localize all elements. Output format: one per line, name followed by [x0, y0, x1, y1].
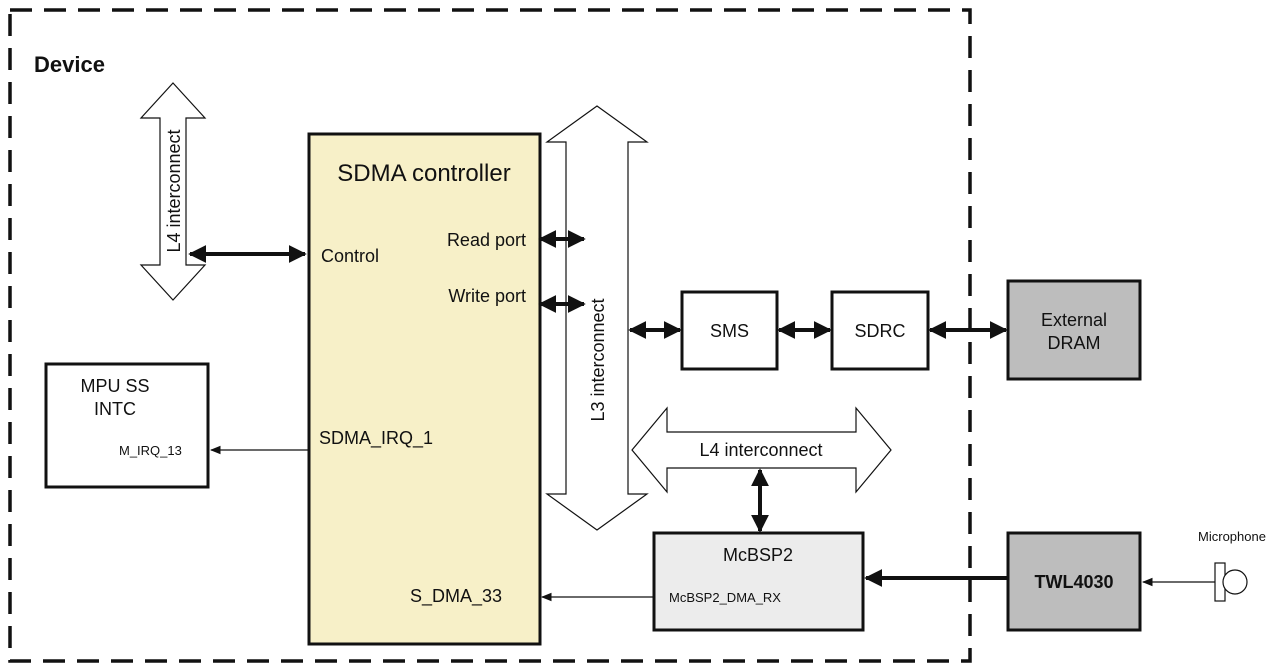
- sdma-irq-label: SDMA_IRQ_1: [319, 428, 433, 449]
- device-label: Device: [34, 52, 105, 77]
- sdma-dma-request-label: S_DMA_33: [410, 586, 502, 607]
- l4-interconnect-left-label: L4 interconnect: [164, 129, 184, 252]
- l3-interconnect-bus: L3 interconnect: [545, 105, 649, 531]
- sms-label: SMS: [710, 321, 749, 341]
- l3-interconnect-label: L3 interconnect: [588, 298, 608, 421]
- l4-interconnect-right-label: L4 interconnect: [699, 440, 822, 460]
- microphone-icon: [1214, 562, 1248, 602]
- mcbsp2-title: McBSP2: [723, 545, 793, 565]
- microphone-label: Microphone: [1198, 529, 1266, 544]
- l4-interconnect-right-bus: L4 interconnect: [631, 406, 892, 494]
- mpu-intc-block: MPU SS INTC M_IRQ_13: [44, 362, 210, 489]
- external-dram-label-line1: External: [1041, 310, 1107, 330]
- mcbsp2-signal-label: McBSP2_DMA_RX: [669, 590, 781, 605]
- mcbsp2-block: McBSP2 McBSP2_DMA_RX: [652, 531, 865, 632]
- external-dram-label-line2: DRAM: [1048, 333, 1101, 353]
- sdma-write-port-label: Write port: [448, 286, 526, 306]
- l4-interconnect-left-bus: L4 interconnect: [139, 82, 207, 301]
- mpu-irq-label: M_IRQ_13: [119, 443, 182, 458]
- mpu-intc-label-line2: INTC: [94, 399, 136, 419]
- sdma-control-port-label: Control: [321, 246, 379, 266]
- sdma-read-port-label: Read port: [447, 230, 526, 250]
- device-boundary: [8, 8, 972, 663]
- mpu-intc-label-line1: MPU SS: [80, 376, 149, 396]
- external-dram-block: External DRAM: [1006, 279, 1142, 381]
- twl4030-block: TWL4030: [1006, 531, 1142, 632]
- sdma-title: SDMA controller: [337, 160, 510, 187]
- twl4030-label: TWL4030: [1034, 572, 1113, 592]
- sdrc-block: SDRC: [830, 290, 930, 371]
- sdrc-label: SDRC: [854, 321, 905, 341]
- sdma-controller-block: SDMA controller Control Read port Write …: [307, 132, 542, 646]
- sms-block: SMS: [680, 290, 779, 371]
